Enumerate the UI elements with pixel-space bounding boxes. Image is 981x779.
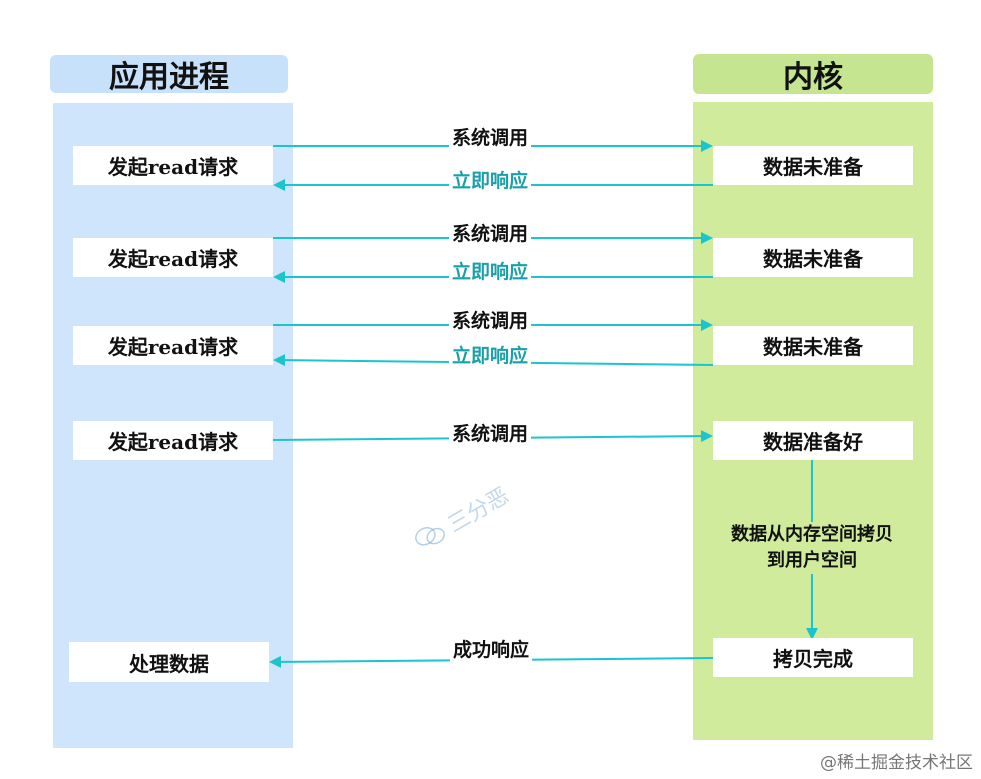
app-process-header: 应用进程 <box>50 55 288 95</box>
syscall-label-4: 系统调用 <box>448 422 532 446</box>
data-not-ready-box-1: 数据未准备 <box>713 146 913 185</box>
read-request-label: 发起read请求 <box>107 247 239 271</box>
syscall-label-2: 系统调用 <box>448 222 532 246</box>
read-request-label: 发起read请求 <box>107 335 239 359</box>
data-ready-box: 数据准备好 <box>713 421 913 460</box>
data-not-ready-box-2: 数据未准备 <box>713 238 913 277</box>
site-credit: @稀土掘金技术社区 <box>820 753 973 773</box>
process-data-box: 处理数据 <box>69 642 269 682</box>
copy-annotation: 数据从内存空间拷贝 到用户空间 <box>712 522 912 574</box>
kernel-title: 内核 <box>783 60 843 95</box>
kernel-header: 内核 <box>693 54 933 95</box>
data-not-ready-label: 数据未准备 <box>763 335 863 359</box>
app-process-title: 应用进程 <box>109 60 229 95</box>
copy-complete-label: 拷贝完成 <box>773 647 853 671</box>
read-request-label: 发起read请求 <box>107 155 239 179</box>
copy-annotation-line-2: 到用户空间 <box>767 548 857 574</box>
process-data-label: 处理数据 <box>129 651 209 676</box>
data-not-ready-box-3: 数据未准备 <box>713 326 913 365</box>
watermark: 三分恶 <box>408 478 514 558</box>
read-request-box-2: 发起read请求 <box>73 238 273 277</box>
read-request-label: 发起read请求 <box>107 430 239 454</box>
read-request-box-4: 发起read请求 <box>73 421 273 460</box>
immediate-response-label-2: 立即响应 <box>448 260 532 284</box>
copy-annotation-line-1: 数据从内存空间拷贝 <box>731 522 893 548</box>
data-not-ready-label: 数据未准备 <box>763 247 863 271</box>
syscall-label-3: 系统调用 <box>448 309 532 333</box>
read-request-box-1: 发起read请求 <box>73 146 273 185</box>
read-request-box-3: 发起read请求 <box>73 326 273 365</box>
success-response-label: 成功响应 <box>449 638 533 662</box>
immediate-response-label-1: 立即响应 <box>448 169 532 193</box>
data-not-ready-label: 数据未准备 <box>763 155 863 179</box>
immediate-response-label-3: 立即响应 <box>448 344 532 368</box>
data-ready-label: 数据准备好 <box>763 430 863 454</box>
copy-complete-box: 拷贝完成 <box>713 638 913 677</box>
syscall-label-1: 系统调用 <box>448 126 532 150</box>
wechat-icon <box>415 526 445 546</box>
